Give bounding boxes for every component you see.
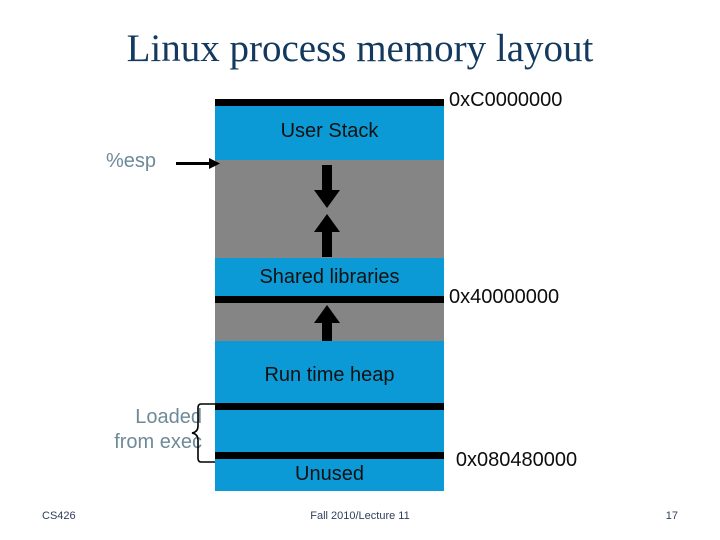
arrow-heap-grows-up <box>312 213 342 257</box>
diagram-band-heap-rule <box>215 403 444 410</box>
memory-layout-diagram: User Stack Shared libraries <box>215 99 444 491</box>
address-label-bottom: 0x080480000 <box>455 449 578 471</box>
loaded-from-exec-label: Loaded from exec <box>80 405 202 455</box>
esp-pointer-arrow <box>176 156 220 169</box>
diagram-band-top-rule <box>215 99 444 106</box>
diagram-band-run-time-heap <box>215 341 444 403</box>
page-title: Linux process memory layout <box>126 27 594 70</box>
diagram-band-unused <box>215 459 444 491</box>
arrow-libs-grows-up <box>312 304 342 341</box>
diagram-band-loaded-segment <box>215 410 444 452</box>
diagram-band-libs-rule <box>215 296 444 303</box>
footer-center-label: Fall 2010/Lecture 11 <box>310 510 410 522</box>
address-label-top: 0xC0000000 <box>449 89 563 111</box>
diagram-band-shared-libraries <box>215 258 444 296</box>
diagram-band-user-stack <box>215 106 444 160</box>
loaded-from-exec-line-2: from exec <box>114 431 202 453</box>
loaded-from-exec-line-1: Loaded <box>135 406 202 428</box>
diagram-band-unused-rule <box>215 452 444 459</box>
address-label-middle: 0x40000000 <box>449 286 560 308</box>
footer-course-label: CS426 <box>42 510 76 522</box>
slide-footer: CS426 Fall 2010/Lecture 11 17 <box>0 506 720 526</box>
arrow-stack-grows-down <box>312 165 342 209</box>
esp-register-label: %esp <box>106 150 157 172</box>
footer-page-number: 17 <box>665 510 678 522</box>
loaded-from-exec-brace <box>191 402 217 464</box>
